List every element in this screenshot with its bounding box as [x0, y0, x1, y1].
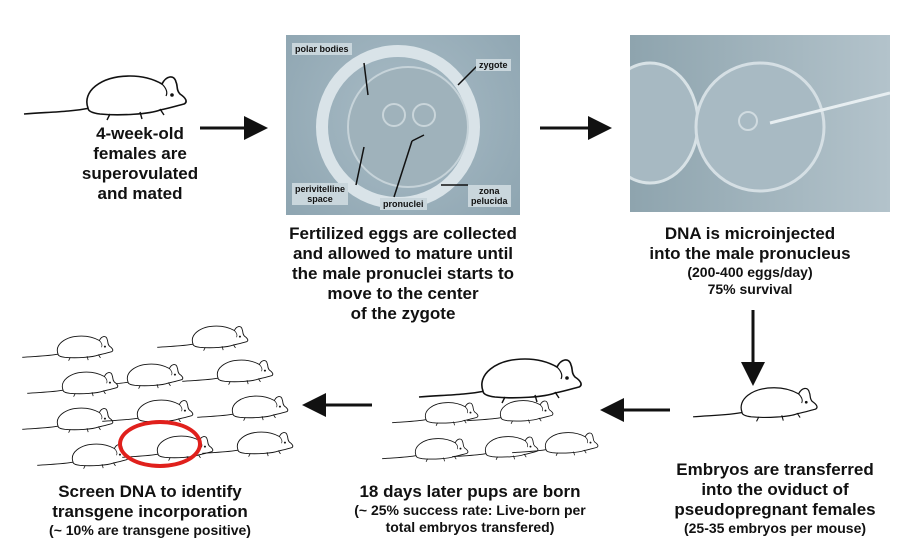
label-line: perivitelline [295, 184, 346, 194]
caption-line: Embryos are transferred [676, 460, 874, 479]
offspring-mouse-icon [200, 424, 295, 458]
pup-mouse-icon [510, 425, 600, 457]
microinjection-micrograph [630, 35, 890, 212]
caption-line: the male pronuclei starts to [292, 264, 514, 283]
caption-subline: (200-400 eggs/day) [687, 264, 813, 280]
caption-subline: total embryos transfered) [385, 519, 555, 535]
pups-group [380, 345, 600, 470]
caption-line: females are [93, 144, 187, 163]
offspring-group [20, 318, 300, 473]
label-line: pelucida [471, 196, 508, 206]
caption-subline: (~ 25% success rate: Live-born per [354, 502, 586, 518]
label-polar-bodies: polar bodies [292, 43, 352, 55]
caption-line: Screen DNA to identify [58, 482, 242, 501]
caption-line: move to the center [327, 284, 479, 303]
superovulation-caption: 4-week-old females are superovulated and… [60, 124, 220, 204]
female-mouse-illustration [15, 62, 195, 122]
offspring-mouse-icon [35, 436, 130, 470]
caption-line: pseudopregnant females [674, 500, 876, 519]
label-zygote: zygote [476, 59, 511, 71]
label-line: space [307, 194, 333, 204]
transfer-caption: Embryos are transferred into the oviduct… [650, 460, 900, 537]
caption-line: transgene incorporation [52, 502, 248, 521]
offspring-mouse-icon [180, 352, 275, 386]
pup-mouse-icon [465, 393, 555, 425]
caption-line: 18 days later pups are born [359, 482, 581, 501]
label-pronuclei: pronuclei [380, 198, 427, 210]
caption-subline: (25-35 embryos per mouse) [683, 520, 867, 536]
caption-line: and mated [97, 184, 183, 203]
caption-line: superovulated [81, 164, 199, 183]
caption-line: Fertilized eggs are collected [289, 224, 517, 243]
transgene-positive-highlight-circle [118, 420, 202, 468]
caption-line: 4-week-old [96, 124, 184, 143]
caption-subline: (~ 10% are transgene positive) [49, 522, 251, 538]
collection-caption: Fertilized eggs are collected and allowe… [268, 224, 538, 324]
caption-subline: 75% survival [707, 281, 793, 297]
pseudopregnant-mouse-illustration [690, 375, 820, 425]
offspring-mouse-icon [155, 318, 250, 352]
caption-line: and allowed to mature until [292, 244, 514, 263]
microinjection-caption: DNA is microinjected into the male pronu… [625, 224, 875, 298]
caption-line: into the oviduct of [701, 480, 849, 499]
offspring-mouse-icon [195, 388, 290, 422]
caption-line: into the male pronucleus [649, 244, 851, 263]
caption-line: of the zygote [350, 304, 456, 323]
caption-line: DNA is microinjected [664, 224, 836, 243]
label-line: zona [479, 186, 500, 196]
screening-caption: Screen DNA to identify transgene incorpo… [10, 482, 290, 539]
birth-caption: 18 days later pups are born (~ 25% succe… [335, 482, 605, 536]
